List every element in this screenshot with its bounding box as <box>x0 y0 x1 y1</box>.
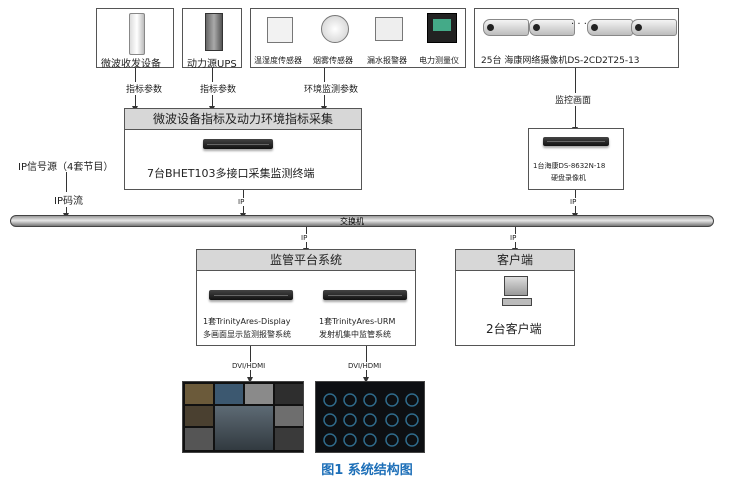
cameras-box: · · · 25台 海康网络摄像机DS-2CD2T25-13 <box>474 8 679 68</box>
monitor-picture-label: 监控画面 <box>555 93 592 106</box>
collector-desc: 7台BHET103多接口采集监测终端 <box>147 167 315 180</box>
display-cell-1 <box>185 384 213 404</box>
dvi-hdmi-label-1: DVI/HDMI <box>232 362 266 370</box>
gauge-grid <box>323 393 419 447</box>
display-cell-5 <box>185 406 213 426</box>
client-title: 客户端 <box>456 250 574 271</box>
collector-title: 微波设备指标及动力环境指标采集 <box>125 109 361 130</box>
display-cell-8 <box>275 428 303 450</box>
nvr-line1: 1台海康DS-8632N-18 <box>533 162 606 170</box>
cameras-ellipsis: · · · <box>571 19 587 30</box>
monitor-shape <box>504 276 528 296</box>
figure-caption: 图1 系统结构图 <box>321 463 413 478</box>
microwave-device-label: 微波收发设备 <box>101 59 161 70</box>
camera-icon-3 <box>587 19 633 36</box>
display-cell-4 <box>275 384 303 404</box>
display-cell-main <box>215 406 273 450</box>
water-alarm-image <box>375 17 403 41</box>
server2-image <box>323 290 407 300</box>
smoke-sensor-image <box>321 15 349 43</box>
server1-line1: 1套TrinityAres-Display <box>203 317 291 326</box>
temp-humidity-sensor-image <box>267 17 293 43</box>
ip-label-collector: IP <box>238 198 245 206</box>
power-meter-image <box>427 13 457 43</box>
index-params-label-2: 指标参数 <box>200 82 237 95</box>
nvr-device-image <box>543 137 609 146</box>
camera-icon-1 <box>483 19 529 36</box>
cameras-label: 25台 海康网络摄像机DS-2CD2T25-13 <box>481 56 640 66</box>
display-cell-6 <box>185 428 213 450</box>
ups-device-box: 动力源UPS <box>182 8 242 70</box>
computer-icon <box>502 276 532 310</box>
sensor-group-box: 温湿度传感器 烟雾传感器 漏水报警器 电力测量仪 <box>250 8 466 68</box>
dvi-hdmi-label-2: DVI/HDMI <box>348 362 382 370</box>
env-params-label: 环境监测参数 <box>304 82 359 95</box>
server1-line2: 多画面显示监测报警系统 <box>203 330 291 339</box>
ip-label-nvr: IP <box>570 198 577 206</box>
transmitter-monitor-display <box>315 381 425 453</box>
collector-box: 微波设备指标及动力环境指标采集 7台BHET103多接口采集监测终端 <box>124 108 362 190</box>
collector-device-image <box>203 139 273 149</box>
index-params-label-1: 指标参数 <box>126 82 163 95</box>
server2-line2: 发射机集中监管系统 <box>319 330 391 339</box>
client-box: 客户端 2台客户端 <box>455 249 575 346</box>
temp-humidity-label: 温湿度传感器 <box>254 56 302 65</box>
network-switch-bus <box>10 215 714 227</box>
camera-icon-2 <box>529 19 575 36</box>
nvr-box: 1台海康DS-8632N-18 硬盘录像机 <box>528 128 624 190</box>
ip-label-client: IP <box>510 234 517 242</box>
keyboard-shape <box>502 298 532 306</box>
power-meter-label: 电力测量仪 <box>419 56 459 65</box>
ups-device-image <box>205 13 223 51</box>
ip-label-platform: IP <box>301 234 308 242</box>
ip-signal-source-label: IP信号源（4套节目） <box>18 162 114 173</box>
server1-image <box>209 290 293 300</box>
camera-icon-4 <box>631 19 677 36</box>
display-cell-2 <box>215 384 243 404</box>
water-alarm-label: 漏水报警器 <box>367 56 407 65</box>
nvr-line2: 硬盘录像机 <box>551 174 586 182</box>
power-meter-screen <box>433 19 451 31</box>
microwave-device-box: 微波收发设备 <box>96 8 174 70</box>
smoke-sensor-label: 烟雾传感器 <box>313 56 353 65</box>
platform-title: 监管平台系统 <box>197 250 415 271</box>
multi-view-display <box>182 381 304 453</box>
microwave-device-image <box>129 13 145 55</box>
display-cell-7 <box>275 406 303 426</box>
display-cell-3 <box>245 384 273 404</box>
ups-device-label: 动力源UPS <box>187 59 237 70</box>
client-desc: 2台客户端 <box>486 322 542 336</box>
platform-box: 监管平台系统 1套TrinityAres-Display 多画面显示监测报警系统… <box>196 249 416 346</box>
server2-line1: 1套TrinityAres-URM <box>319 317 396 326</box>
network-switch-label: 交换机 <box>340 217 364 226</box>
ip-stream-label: IP码流 <box>54 192 83 207</box>
